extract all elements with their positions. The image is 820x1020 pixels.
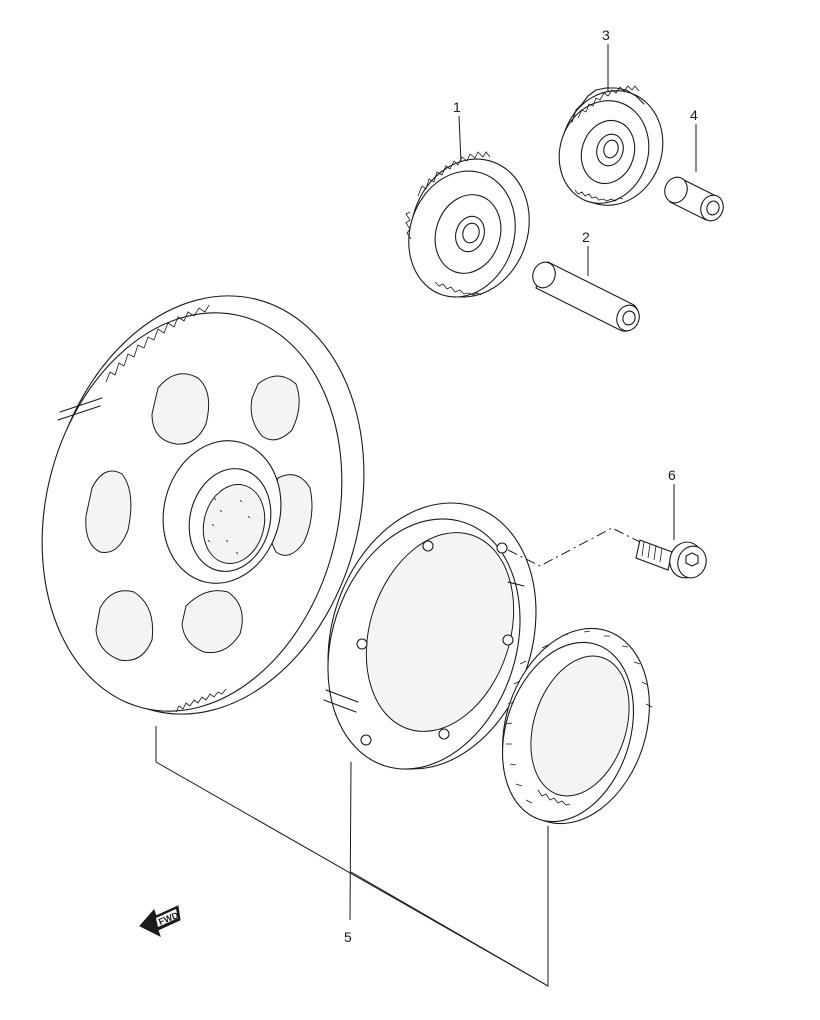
starter-driven-gear [41,295,365,715]
callout-4: 4 [690,107,698,123]
part-1-idler-gear [405,151,530,298]
callout-2: 2 [582,229,590,245]
leader-lines [155,44,697,987]
callout-6: 6 [668,467,676,483]
callout-1: 1 [453,99,461,115]
part-5-clutch-housing [323,502,537,770]
part-6-bolt [635,539,707,579]
part-3-small-gear [558,85,664,206]
part-2-long-shaft [532,261,640,332]
fwd-direction-badge: FWD [139,905,181,937]
one-way-clutch-bearing [501,627,653,825]
bolt-dashed-leader [507,527,641,567]
part-4-short-shaft [664,176,724,222]
callout-3: 3 [602,27,610,43]
callout-5: 5 [344,929,352,945]
